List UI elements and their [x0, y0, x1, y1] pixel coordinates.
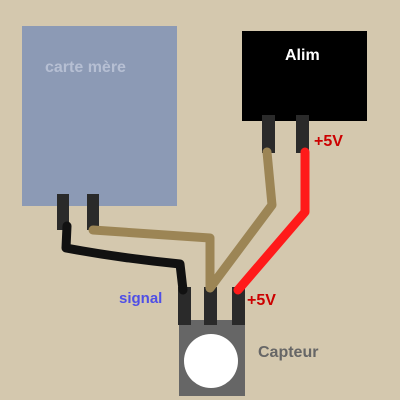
power-supply-label: Alim — [285, 47, 320, 64]
sensor-pin-plus — [232, 287, 245, 325]
power-plus-label: +5V — [314, 133, 343, 150]
motherboard-label: carte mère — [45, 59, 126, 76]
motherboard-pin-2 — [87, 194, 99, 230]
power-pin-plus — [296, 115, 309, 153]
sensor-plus-label: +5V — [247, 292, 276, 309]
wire-tan — [88, 147, 277, 293]
sensor-signal-label: signal — [119, 290, 163, 307]
power-pin-ground — [262, 115, 275, 153]
sensor-lens — [184, 334, 238, 388]
sensor-pin-signal — [178, 287, 191, 325]
wire-red — [233, 147, 310, 295]
wire-black — [61, 221, 188, 295]
motherboard-pin-1 — [57, 194, 69, 230]
sensor-pin-ground — [204, 287, 217, 325]
sensor-label: Capteur — [258, 344, 319, 361]
motherboard-box — [22, 26, 177, 206]
power-supply-box — [242, 31, 367, 121]
